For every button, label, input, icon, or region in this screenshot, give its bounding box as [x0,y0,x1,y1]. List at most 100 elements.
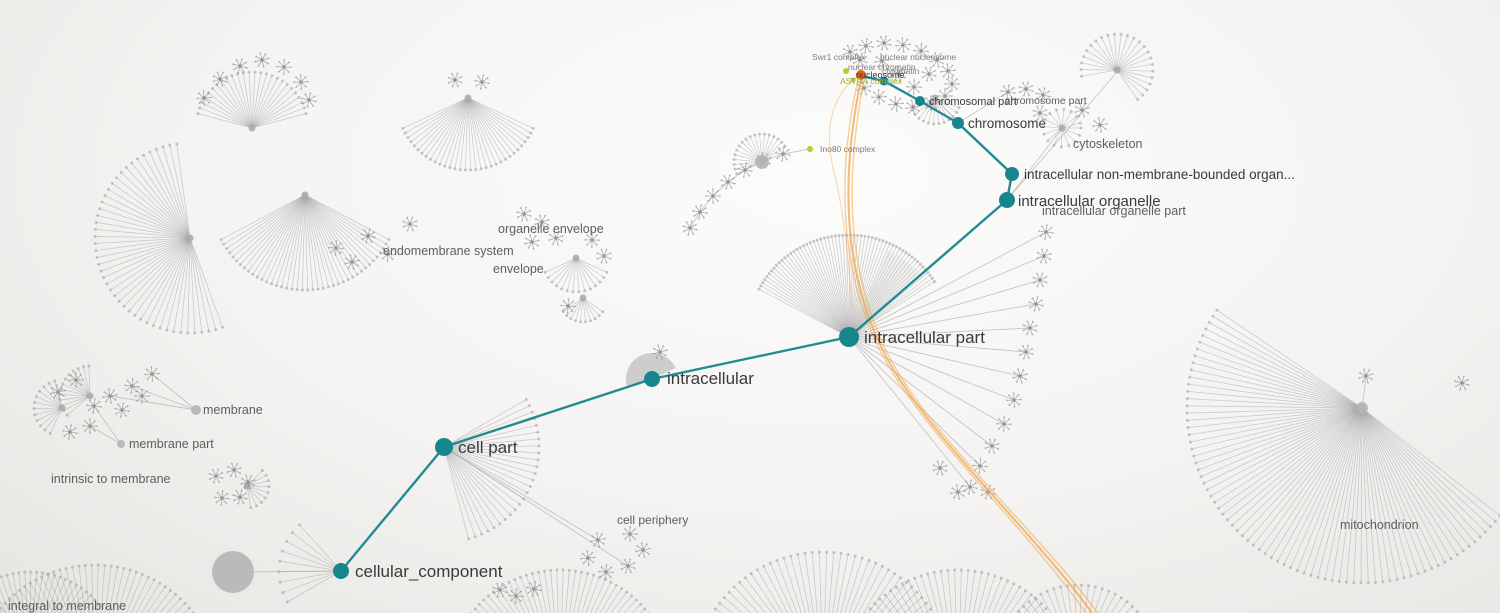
term-label[interactable]: cell periphery [617,513,688,527]
go-term-node[interactable] [1005,167,1019,181]
term-label[interactable]: cell part [458,438,518,457]
collapsed-cluster-disk[interactable] [191,405,201,415]
term-label[interactable]: chromosome part [1005,95,1087,107]
leaf-node [1187,382,1191,386]
leaf-node [1309,573,1313,577]
term-label[interactable]: nuclear nucleosome [880,52,956,62]
flower-tip [572,300,575,303]
term-label[interactable]: intracellular organelle part [1042,204,1186,218]
leaf-node [253,70,257,74]
term-label[interactable]: cytoskeleton [1073,137,1143,151]
flower-tip [151,380,154,382]
term-label[interactable]: integral to membrane [8,599,126,613]
fan-spoke [577,573,589,613]
go-term-node[interactable] [435,438,453,456]
fan-spoke [162,146,191,239]
leaf-node [207,329,211,333]
fan-spoke [246,470,263,487]
flower-tip [103,391,106,393]
go-term-node[interactable] [915,96,925,106]
leaf-node [803,551,807,555]
flower-tip [264,53,267,55]
go-term-node[interactable] [879,76,889,86]
term-label[interactable]: envelope [493,262,544,276]
flower-tip [873,101,876,104]
flower-tip [226,465,229,468]
go-term-node[interactable] [952,117,964,129]
flower-tip [910,99,913,102]
leaf-node [83,563,87,567]
fan-spoke [572,257,577,292]
flower-tip [122,402,125,405]
fan-spoke [467,97,477,170]
collapsed-cluster-disk[interactable] [755,155,769,169]
flower-tip [198,102,201,105]
collapsed-cluster-disk[interactable] [212,551,254,593]
flower-tip [365,241,368,244]
flower-tip [368,228,371,231]
term-label[interactable]: intracellular organelle [1018,193,1161,210]
flower-tip [591,551,594,554]
flower-tip [1032,276,1035,279]
flower-tip [872,46,874,48]
term-label[interactable]: chromosomal part [929,96,1017,108]
flower-tip [643,555,646,558]
collapsed-cluster-disk[interactable] [117,440,125,448]
fan-spoke [1116,41,1140,71]
flower-center-node [514,594,518,598]
leaf-node [765,275,769,279]
term-label[interactable]: chromosome [968,116,1046,131]
leaf-node [555,568,559,572]
term-label[interactable]: membrane [203,403,263,417]
fan-spoke [1046,591,1057,613]
flower-tip [242,71,245,73]
fan-spoke [828,552,835,613]
go-term-node[interactable] [839,327,859,347]
term-label[interactable]: nuclear chromatin [848,62,916,72]
fan-spoke [246,485,269,493]
flower-tip [406,216,408,219]
flower-tip [1031,84,1034,87]
fan-spoke [130,576,149,613]
flower-tip [519,206,522,209]
flower-tip [557,243,559,246]
leaf-node [1054,108,1058,112]
term-label[interactable]: Ino80 complex [820,144,876,154]
term-label[interactable]: intrinsic to membrane [51,472,171,486]
highlighted-term-node[interactable] [850,77,856,83]
flower-tip [114,407,117,410]
go-term-node[interactable] [333,563,349,579]
term-label[interactable]: membrane part [129,437,214,451]
fan-spoke [920,575,934,613]
flower-tip [1104,128,1107,130]
leaf-node [533,472,537,476]
flower-tip [997,427,1000,430]
term-label[interactable]: nucleosome [856,70,905,80]
leaf-node [1113,592,1117,596]
term-label[interactable]: mitochondrion [1340,518,1419,532]
collapsed-cluster-disk[interactable] [1356,402,1368,414]
highlighted-term-node[interactable] [856,70,866,80]
highlighted-term-node[interactable] [843,68,849,74]
fan-spoke [1023,606,1031,613]
term-label[interactable]: intracellular non-membrane-bounded organ… [1024,167,1295,182]
term-label[interactable]: Swr1 complex [812,52,866,62]
highlighted-term-node[interactable] [807,146,813,152]
fan-spoke [304,194,387,245]
term-label[interactable]: chromatin [882,66,920,76]
fan-spoke [1189,407,1363,436]
fan-spoke [59,569,73,613]
flower-tip [932,464,935,466]
term-label[interactable]: ASTRA complex [840,76,903,86]
term-label[interactable]: organelle envelope [498,222,604,236]
fan-spoke [1258,407,1363,550]
term-label[interactable]: cellular_component [355,562,503,581]
term-label[interactable]: intracellular part [864,328,985,347]
term-label[interactable]: endomembrane system [383,244,514,258]
term-label[interactable]: intracellular [667,369,754,388]
go-term-node[interactable] [644,371,660,387]
fan-spoke [261,194,306,280]
go-term-node[interactable] [999,192,1015,208]
